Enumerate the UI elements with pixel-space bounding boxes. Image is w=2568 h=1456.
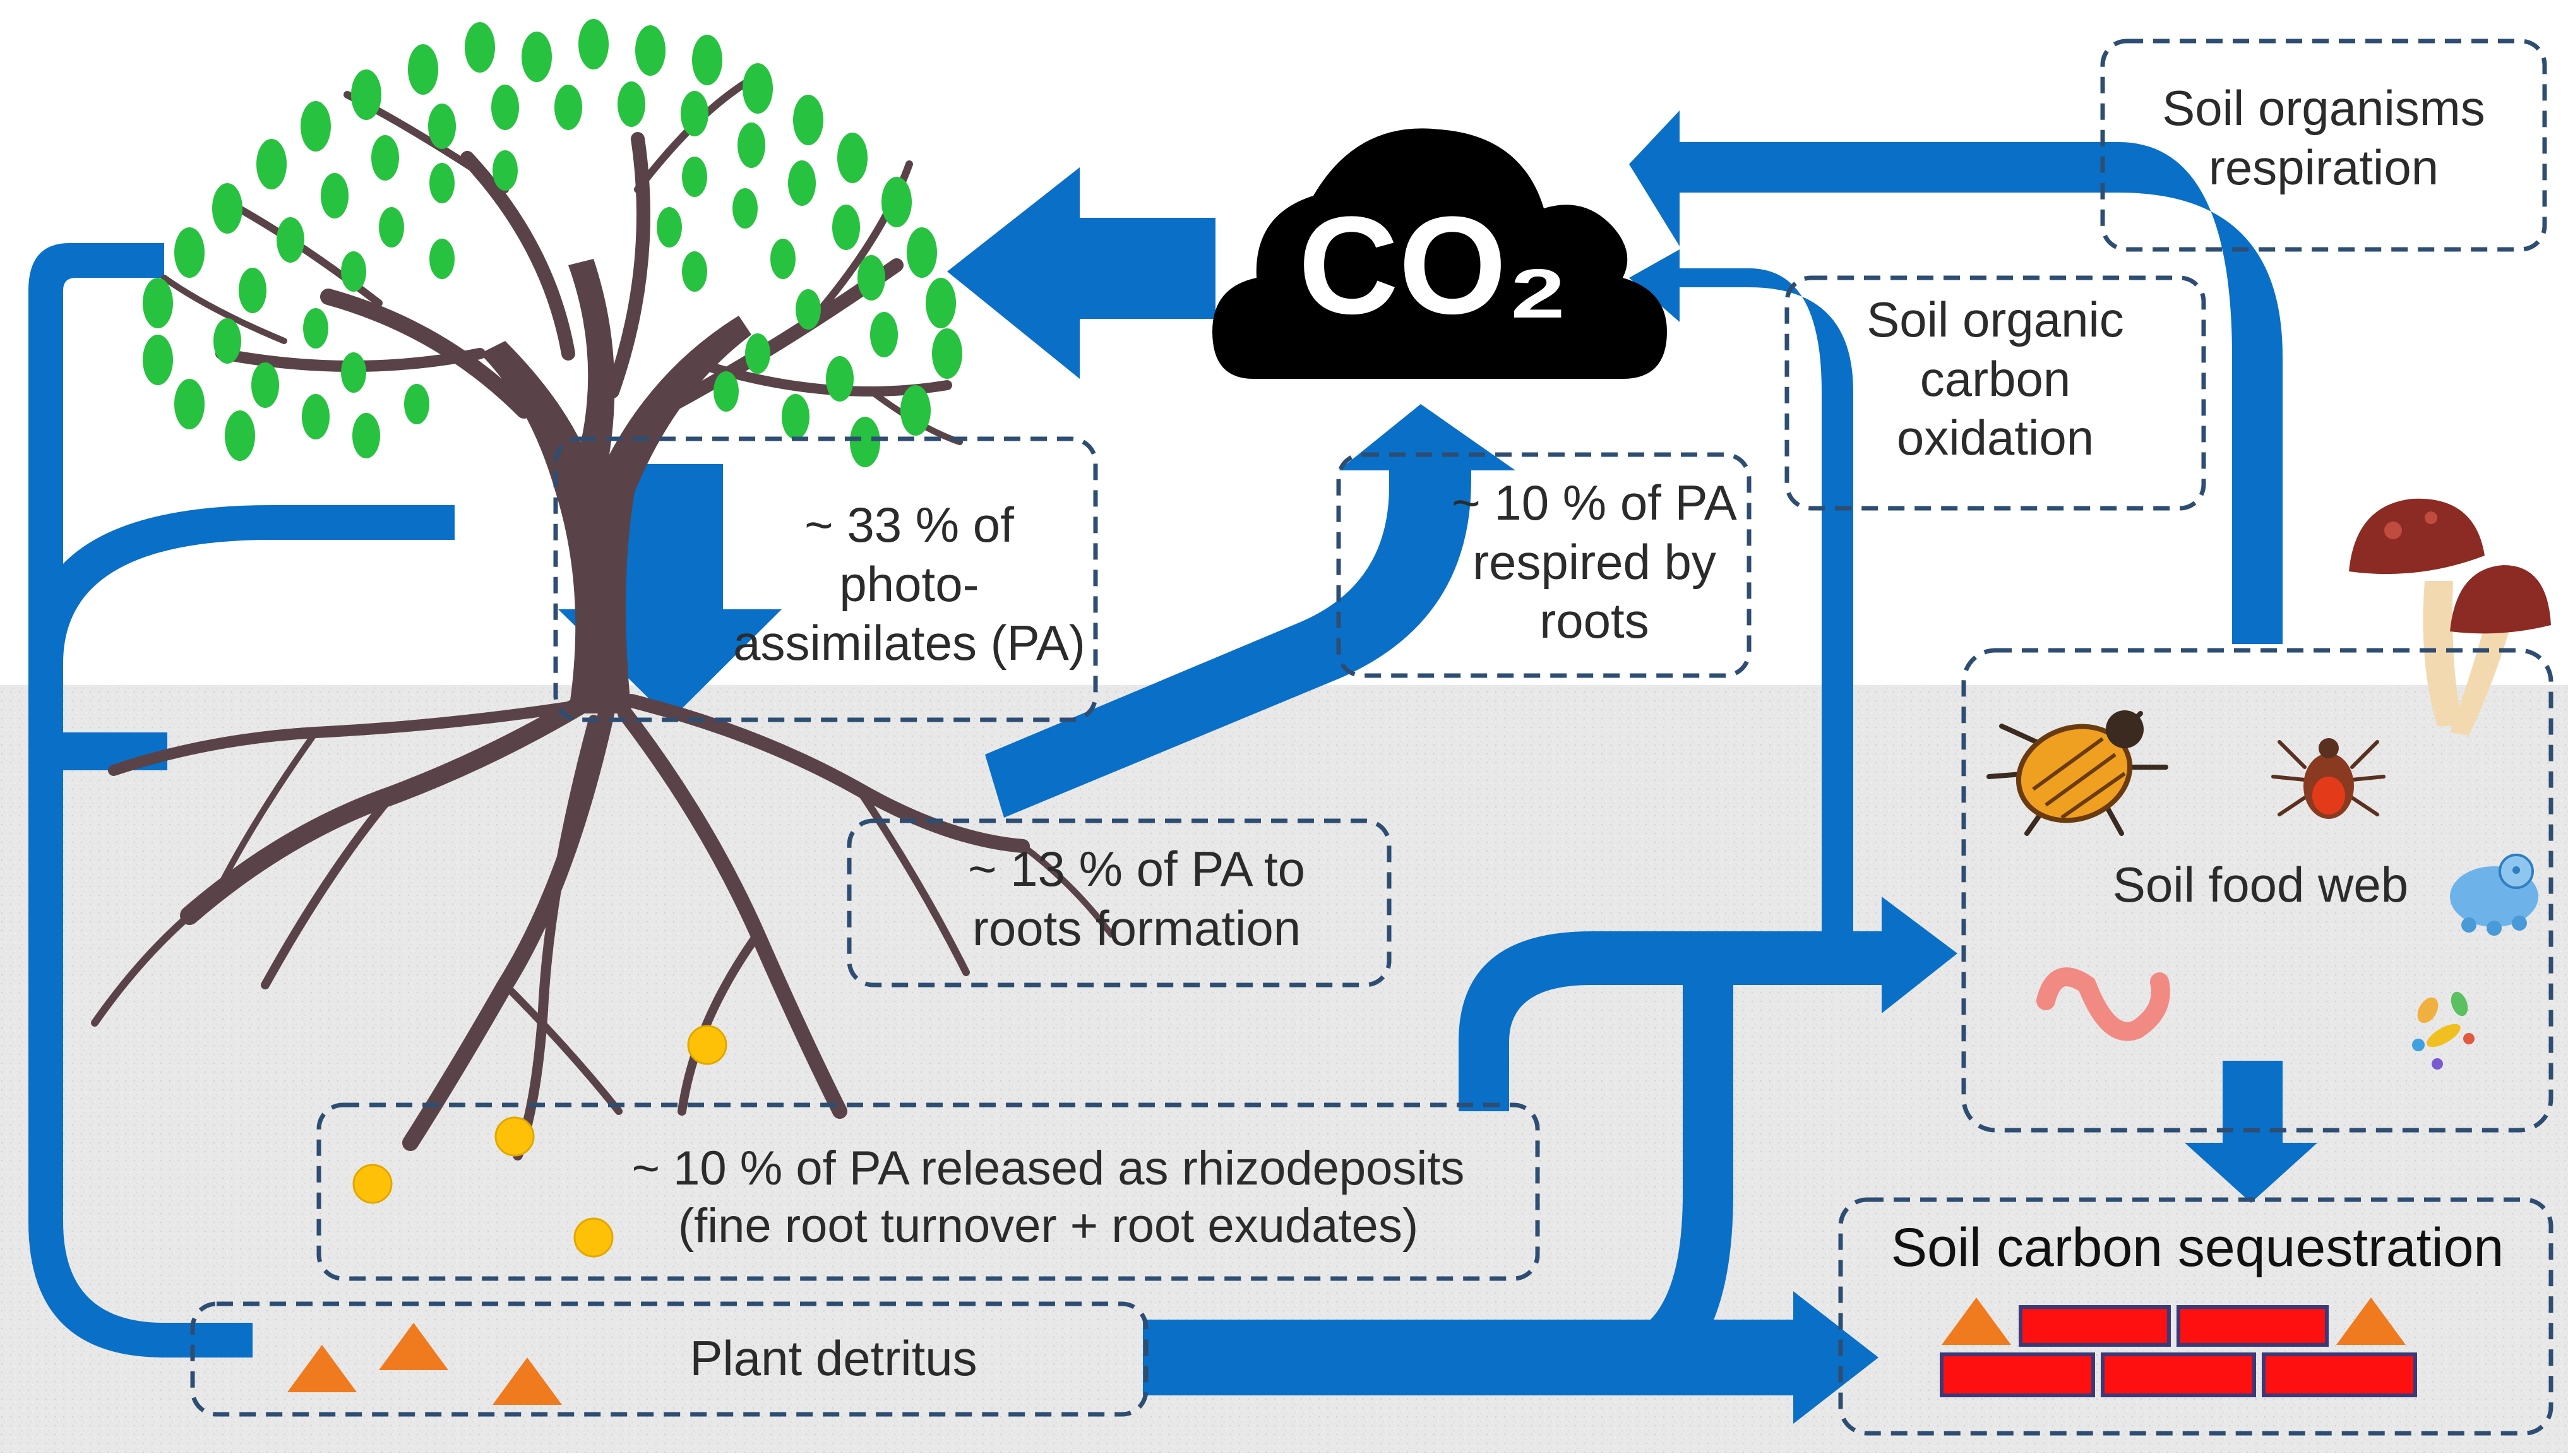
rhizodeposit-dots [352, 1025, 727, 1258]
soil-organic-carbon-oxidation-label: Soil organic carbon oxidation [1866, 292, 2124, 466]
rhizodeposit-dot [573, 1217, 614, 1258]
tick-icon [2271, 738, 2386, 819]
brick [2177, 1305, 2329, 1347]
earthworm-icon [2036, 967, 2170, 1041]
detritus-triangle [379, 1323, 448, 1370]
box-photoassimilates [553, 436, 1098, 722]
box-respired-by-roots [1336, 452, 1752, 678]
detritus-triangle [2336, 1298, 2406, 1345]
sequestration-triangles [1942, 1298, 2406, 1345]
arrow-co2-to-tree [947, 167, 1215, 379]
box-soil-food-web [1961, 648, 2553, 1133]
rhizodeposit-dot [494, 1116, 535, 1157]
box-roots-formation [847, 818, 1392, 988]
photoassimilates-label: ~ 33 % of photo- assimilates (PA) [733, 497, 1085, 671]
box-soil-organisms-respiration [2100, 39, 2547, 252]
arrow-roots-respired-to-co2 [985, 404, 1515, 818]
detritus-triangle [493, 1358, 562, 1405]
soil-food-web-label: Soil food web [2112, 857, 2409, 912]
arrow-rhizodeposits-to-food-web [1459, 897, 1957, 1111]
box-soil-organic-carbon-oxidation [1784, 275, 2206, 511]
roots-formation-label: ~ 13 % of PA to roots formation [967, 841, 1306, 956]
soil-carbon-sequestration-label: Soil carbon sequestration [1890, 1217, 2504, 1278]
brick [2101, 1352, 2256, 1397]
mushroom-icon [2349, 498, 2551, 736]
soil-organisms-respiration-label: Soil organisms respiration [2162, 80, 2485, 195]
rhizodeposit-dot [687, 1025, 727, 1065]
arrow-left-loop [28, 243, 253, 1358]
arrow-left-branch-upper [28, 505, 455, 682]
co2-label: CO₂ [1298, 188, 1568, 343]
rhizodeposit-dot [352, 1164, 393, 1204]
brick [2019, 1305, 2171, 1347]
rhizodeposits-label: ~ 10 % of PA released as rhizodeposits (… [631, 1142, 1465, 1253]
box-plant-detritus [190, 1301, 1149, 1417]
detritus-triangle [287, 1345, 357, 1392]
tardigrade-icon [2450, 854, 2538, 936]
box-rhizodeposits [316, 1102, 1540, 1281]
box-soil-carbon-sequestration [1838, 1197, 2553, 1436]
microbes-icon [2412, 991, 2475, 1070]
respired-by-roots-label: ~ 10 % of PA respired by roots [1452, 475, 1737, 649]
detritus-triangles [287, 1323, 562, 1405]
beetle-icon [1986, 710, 2168, 836]
detritus-triangle [1942, 1298, 2011, 1345]
arrow-detritus-loop-up [1604, 985, 1733, 1395]
dashed-boxes [190, 39, 2553, 1436]
co2-cloud-icon [1212, 128, 1667, 379]
tree-icon [91, 19, 1114, 1161]
plant-detritus-label: Plant detritus [690, 1330, 977, 1386]
brick-wall-icon [1940, 1305, 2417, 1397]
arrow-soc-oxidation-to-co2 [1629, 249, 1853, 950]
arrow-soil-organisms-to-co2 [1629, 110, 2283, 644]
brick [1940, 1352, 2095, 1397]
brick [2262, 1352, 2417, 1397]
